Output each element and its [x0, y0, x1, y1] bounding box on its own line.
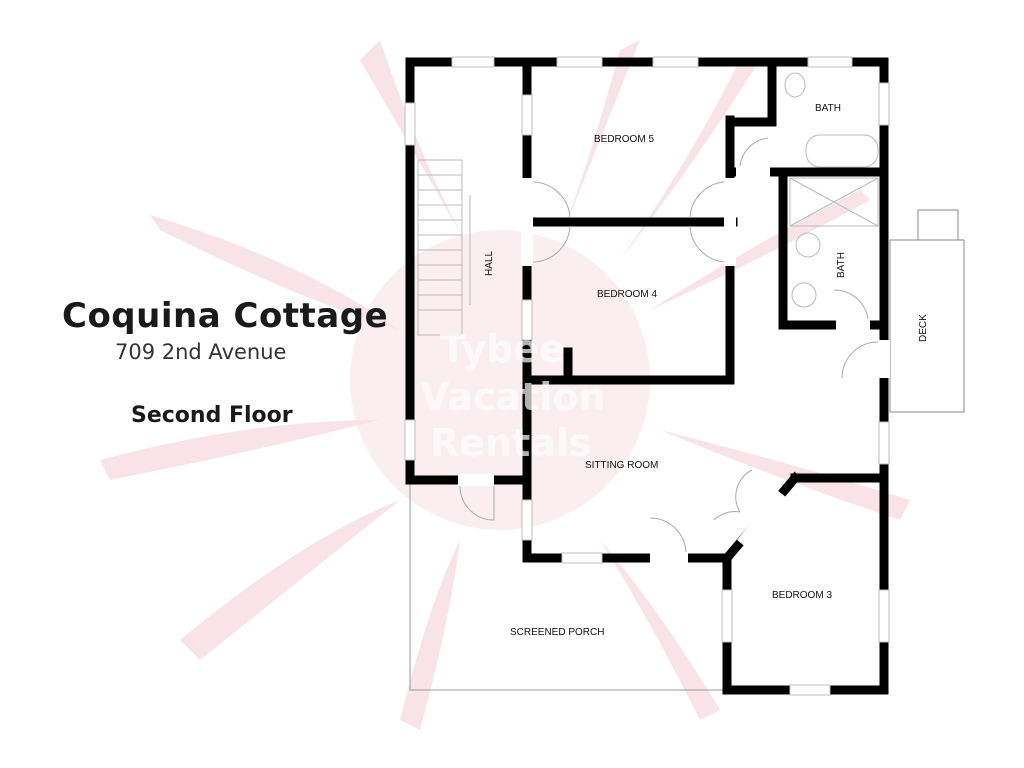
stairs [417, 159, 471, 336]
room-label-bedroom-3: BEDROOM 3 [772, 590, 832, 601]
room-label-hall: HALL [484, 251, 495, 276]
watermark-text: Tybee Vacation Rentals [420, 327, 606, 465]
room-label-bedroom-5: BEDROOM 5 [594, 134, 654, 145]
walls [405, 57, 889, 695]
room-label-bedroom-4: BEDROOM 4 [597, 289, 657, 300]
room-label-bath-upper: BATH [815, 103, 841, 114]
room-label-screened-porch: SCREENED PORCH [510, 627, 604, 638]
door-openings [458, 166, 890, 564]
room-label-sitting-room: SITTING ROOM [585, 460, 658, 471]
room-label-bath-lower: BATH [836, 252, 847, 278]
room-label-deck: DECK [918, 314, 929, 342]
property-address: 709 2nd Avenue [115, 340, 287, 364]
windows [404, 56, 890, 696]
floor-label: Second Floor [131, 403, 293, 428]
bath-fixtures [784, 72, 879, 308]
svg-text:Rentals: Rentals [430, 421, 592, 465]
property-title: Coquina Cottage [62, 296, 389, 336]
svg-text:Vacation: Vacation [420, 375, 606, 419]
watermark-sun-logo [100, 40, 910, 730]
screened-porch-outline [409, 480, 724, 691]
svg-text:Tybee: Tybee [440, 327, 565, 371]
deck [889, 209, 965, 413]
door-swings [459, 137, 879, 553]
